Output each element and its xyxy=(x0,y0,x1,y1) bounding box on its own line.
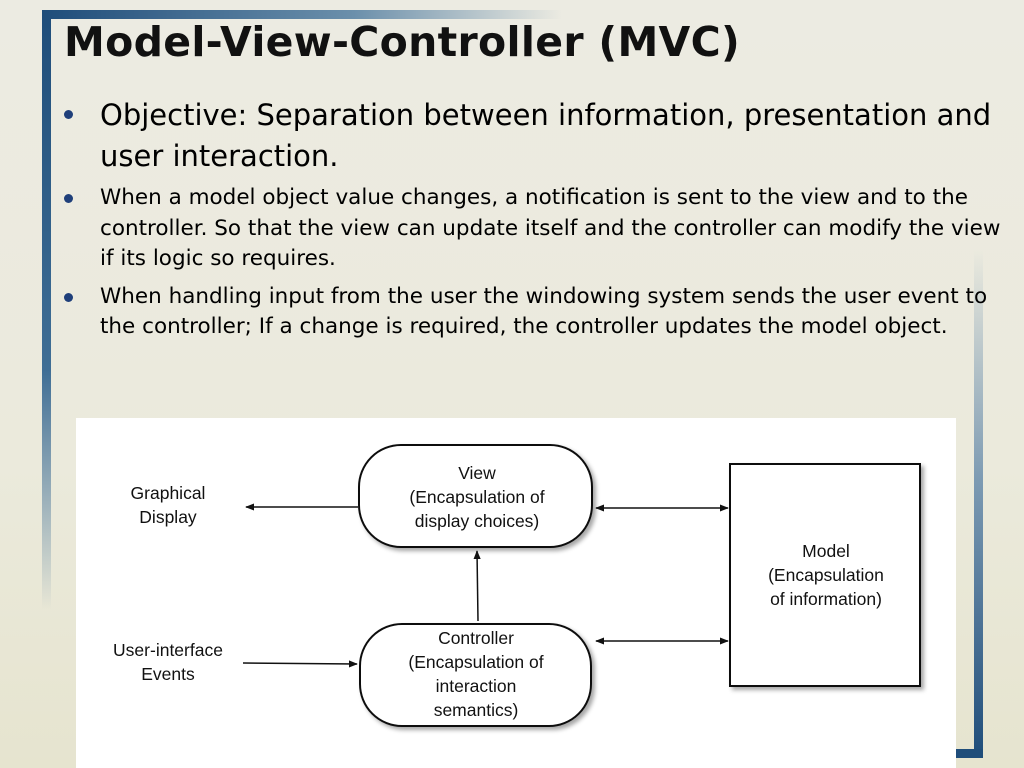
controller-label: (Encapsulation of xyxy=(408,652,543,672)
controller-label: semantics) xyxy=(434,700,519,720)
ui-events-label: User-interface xyxy=(113,640,223,660)
graphical-display-label: Display xyxy=(139,507,197,527)
model-label: of information) xyxy=(770,589,882,609)
right-accent-bar xyxy=(974,250,983,758)
bullet-dot-icon xyxy=(64,110,73,119)
bullet-dot-icon xyxy=(64,292,73,302)
view-label: display choices) xyxy=(415,511,540,531)
controller-label: interaction xyxy=(436,676,517,696)
model-label: (Encapsulation xyxy=(768,565,884,585)
bottom-accent-bar xyxy=(955,749,983,758)
graphical-display-label: Graphical xyxy=(131,483,206,503)
model-node xyxy=(729,463,921,687)
bullet-list: Objective: Separation between informatio… xyxy=(62,95,1017,350)
bullet-item: Objective: Separation between informatio… xyxy=(62,95,1017,177)
bullet-text: Objective: Separation between informatio… xyxy=(100,98,992,173)
model-label: Model xyxy=(802,541,850,561)
bullet-dot-icon xyxy=(64,194,73,203)
left-accent-bar xyxy=(42,10,51,610)
bullet-item: When handling input from the user the wi… xyxy=(62,282,1017,343)
view-label: View xyxy=(458,463,496,483)
controller-to-view-arrow xyxy=(473,550,481,622)
mvc-diagram: Graphical Display User-interface Events … xyxy=(76,418,956,768)
bullet-item: When a model object value changes, a not… xyxy=(62,183,1017,275)
bullet-text: When a model object value changes, a not… xyxy=(100,185,1001,271)
top-accent-bar xyxy=(42,10,562,19)
view-label: (Encapsulation of xyxy=(409,487,544,507)
bullet-text: When handling input from the user the wi… xyxy=(100,283,988,340)
ui-events-label: Events xyxy=(141,664,195,684)
view-node xyxy=(358,444,593,548)
slide-title: Model-View-Controller (MVC) xyxy=(64,18,741,66)
controller-label: Controller xyxy=(438,628,514,648)
mvc-diagram-svg: Graphical Display User-interface Events … xyxy=(113,444,921,727)
events-to-controller-arrow xyxy=(242,660,358,668)
controller-node xyxy=(359,623,592,727)
